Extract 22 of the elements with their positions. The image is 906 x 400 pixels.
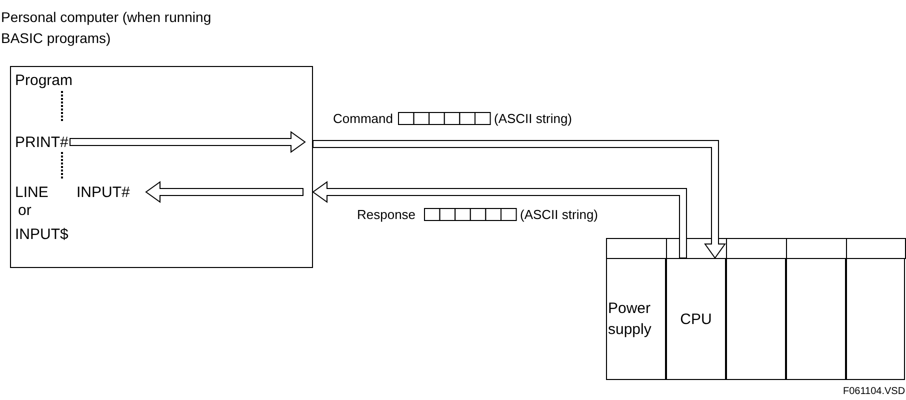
response-label: Response [357, 206, 416, 224]
module-label: Power supply [607, 299, 652, 340]
hollow-arrow [312, 181, 687, 258]
statement-label: INPUT$ [15, 225, 68, 245]
module-slot [666, 258, 726, 380]
or-label: or [18, 201, 32, 221]
module-slot [786, 258, 846, 380]
module-slot [846, 258, 905, 380]
computer-heading: Personal computer (when running BASIC programs) [1, 8, 212, 48]
format-note: (ASCII string) [494, 110, 572, 128]
module-slot [606, 258, 666, 380]
hollow-arrow [312, 140, 726, 259]
hollow-arrow [145, 181, 304, 203]
statement-label: PRINT# [15, 133, 68, 153]
statement-label: LINE INPUT# [15, 183, 130, 203]
format-note: (ASCII string) [520, 206, 598, 224]
figure-id: F061104.VSD [843, 385, 906, 399]
command-label: Command [333, 110, 393, 128]
module-slot [726, 258, 786, 380]
program-label: Program [15, 71, 73, 91]
hollow-arrow [70, 131, 306, 153]
module-label: CPU [679, 310, 713, 330]
